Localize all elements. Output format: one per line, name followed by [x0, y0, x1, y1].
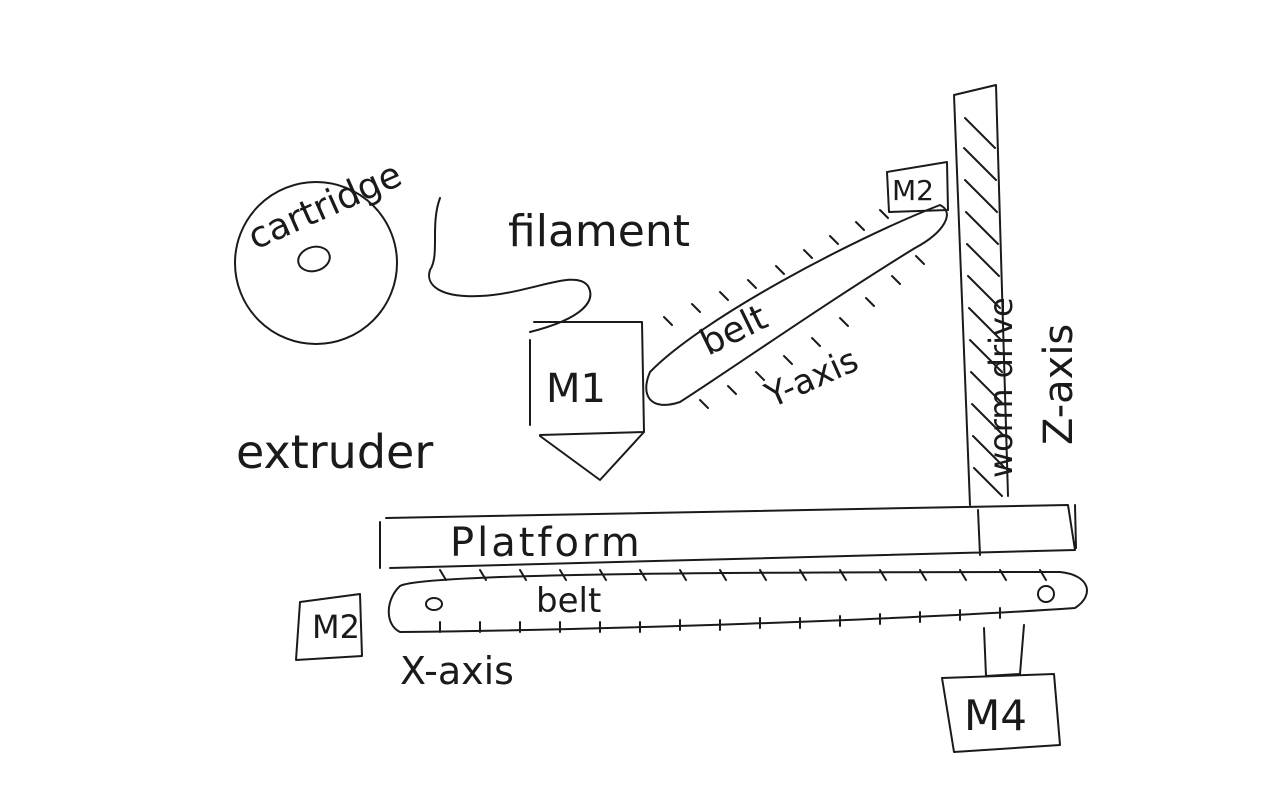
x-belt-label: belt — [536, 581, 601, 621]
x-axis-label: X-axis — [400, 649, 514, 693]
filament-path — [428, 197, 592, 333]
m4-label: M4 — [964, 691, 1027, 740]
m4-motor: M4 — [941, 624, 1061, 753]
worm-drive-label: worm drive — [982, 297, 1020, 478]
y-belt-teeth — [663, 209, 925, 409]
cartridge — [234, 181, 398, 345]
platform-label: Platform — [450, 520, 643, 566]
extruder-label: extruder — [236, 425, 433, 479]
cartridge-label: cartridge — [242, 154, 408, 258]
m2-top-label: M2 — [892, 174, 934, 207]
x-belt-left-pulley — [425, 597, 443, 611]
cartridge-spool — [234, 181, 398, 345]
extruder-nozzle — [539, 431, 645, 481]
m1-motor: M1 — [529, 321, 645, 436]
y-axis-belt — [645, 204, 948, 406]
m2-bottom-label: M2 — [312, 608, 360, 646]
z-axis-label: Z-axis — [1036, 324, 1082, 445]
cartridge-hub — [297, 245, 331, 273]
y-belt-label: belt — [694, 297, 774, 364]
platform: Platform — [379, 504, 1077, 569]
x-belt-right-pulley — [1037, 585, 1055, 603]
filament-label: filament — [508, 206, 690, 257]
m1-label: M1 — [546, 366, 606, 412]
m2-top-motor: M2 — [886, 161, 949, 213]
worm-drive — [953, 84, 1009, 506]
x-axis-belt — [387, 571, 1088, 633]
y-axis-label: Y-axis — [758, 340, 864, 416]
m2-bottom-motor: M2 — [295, 593, 363, 661]
x-belt-teeth — [439, 569, 1047, 633]
